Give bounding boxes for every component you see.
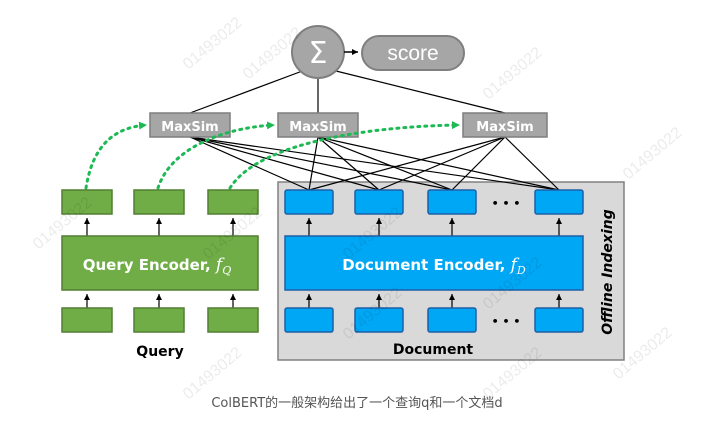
query-output-token (61, 189, 113, 215)
query-input-token (61, 307, 113, 333)
query-to-maxsim-dotted-arrows (84, 121, 461, 190)
query-encoder-text: Query Encoder, fQ (83, 255, 231, 277)
document-input-token (354, 307, 404, 333)
document-encoder-box (284, 235, 584, 291)
maxsim-label: MaxSim (161, 120, 218, 135)
query-input-token (133, 307, 185, 333)
token-to-maxsim-line (504, 136, 560, 191)
document-output-ellipsis: • • • (492, 197, 521, 210)
token-to-maxsim-line (451, 136, 506, 191)
maxsim-box-3: MaxSim (462, 112, 548, 138)
maxsim-label: MaxSim (476, 120, 533, 135)
score-box (361, 35, 465, 71)
query-output-token (133, 189, 185, 215)
document-output-token (284, 189, 334, 215)
token-to-maxsim-line (317, 136, 380, 191)
query-encoder-up-arrows (84, 218, 236, 236)
query-input-tokens (61, 307, 259, 333)
maxsim-connection-lines (189, 136, 560, 191)
token-to-maxsim-line (308, 136, 319, 191)
score-label: score (387, 42, 438, 65)
document-input-token (284, 307, 334, 333)
query-encoder-box (61, 235, 259, 291)
document-output-token (354, 189, 404, 215)
token-to-maxsim-line (189, 136, 310, 191)
document-input-tokens (284, 307, 584, 333)
token-to-maxsim-line (189, 136, 380, 191)
document-output-token (427, 189, 477, 215)
document-output-token (534, 189, 584, 215)
token-to-maxsim-line (317, 136, 560, 191)
token-to-maxsim-line (317, 136, 453, 191)
query-input-up-arrows (84, 294, 236, 308)
document-encoder-text: Document Encoder, fD (342, 255, 526, 277)
query-label: Query (136, 344, 183, 360)
token-to-maxsim-line (378, 136, 506, 191)
document-input-token (427, 307, 477, 333)
maxsim-box-1: MaxSim (149, 112, 231, 138)
maxsim-box-2: MaxSim (277, 112, 359, 138)
query-output-tokens (61, 189, 259, 215)
query-input-token (207, 307, 259, 333)
document-input-up-arrows (306, 294, 562, 308)
sum-symbol: Σ (309, 36, 328, 71)
maxsim-to-sum-lines (189, 69, 506, 114)
document-input-ellipsis: • • • (492, 315, 521, 328)
query-output-token (207, 189, 259, 215)
token-to-maxsim-line (189, 136, 560, 191)
document-encoder-up-arrows (306, 218, 562, 236)
maxsim-label: MaxSim (289, 120, 346, 135)
token-to-maxsim-line (308, 136, 506, 191)
document-input-token (534, 307, 584, 333)
offline-indexing-label: Offline Indexing (600, 209, 616, 335)
document-output-tokens (284, 189, 584, 215)
token-to-maxsim-line (189, 136, 453, 191)
figure-caption: ColBERT的一般架构给出了一个查询q和一个文档d (211, 396, 503, 411)
document-label: Document (393, 342, 474, 358)
